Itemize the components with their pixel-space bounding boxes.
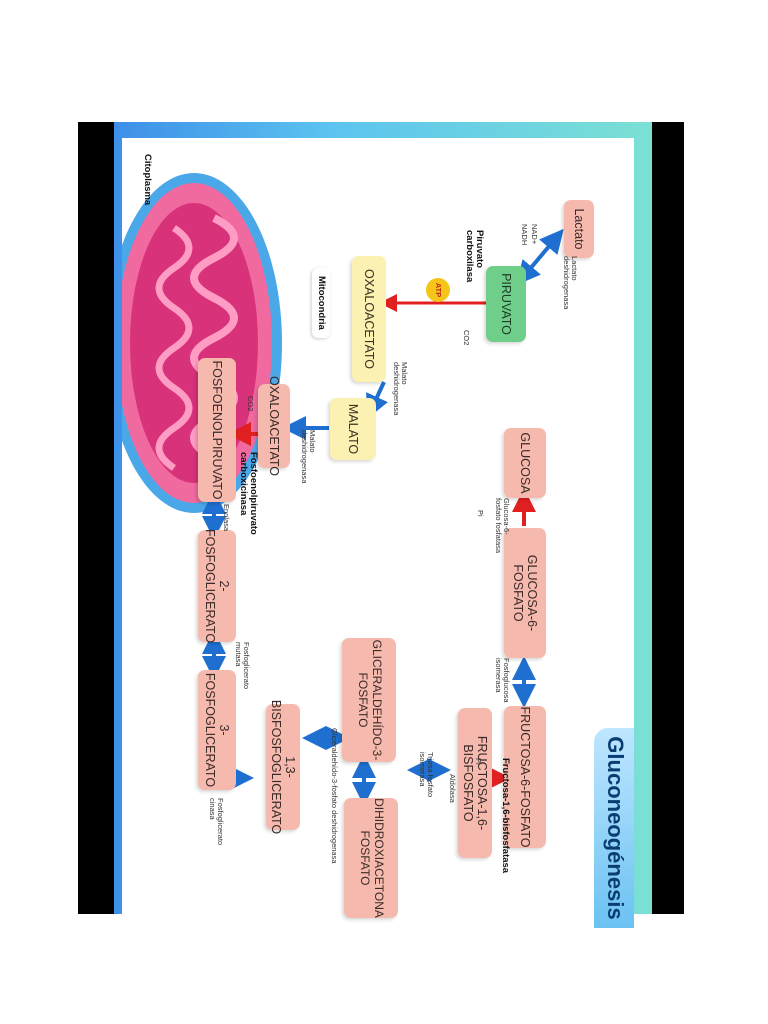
3-fosfoglicerato-box: 3-FOSFOGLICERATO xyxy=(198,670,236,790)
fosfoglicerato-cinasa-label: Fosfoglicerato cinasa xyxy=(207,798,225,846)
pepck-label: Fosfoenolpiruvato carboxicinasa xyxy=(237,452,259,535)
pi-g6p-label: Pi xyxy=(476,510,485,517)
co2-label: CO2 xyxy=(462,330,471,346)
malato-box: MALATO xyxy=(330,398,376,460)
piruvato-carboxilasa-label: Piruvato carboxilasa xyxy=(463,230,485,283)
2-fosfoglicerato-box: 2-FOSFOGLICERATO xyxy=(198,529,236,643)
gliceraldehido-box: GLICERALDEHÍDO-3-FOSFATO xyxy=(342,638,396,762)
aldolasa-label: Aldolasa xyxy=(448,774,457,803)
glucosa-6-fosfato-box: GLUCOSA-6-FOSFATO xyxy=(504,528,546,658)
glucosa-box: GLUCOSA xyxy=(504,428,546,498)
triosa-isomerasa-label: Triosa fosfato isomerasa xyxy=(417,752,435,798)
oxaloacetato-box: OXALOACETATO xyxy=(258,376,290,476)
fructosa-bisfosfatasa-label: Fructosa-1,6-bisfosfatasa xyxy=(500,758,511,874)
malato-dh-label: Malato deshidrogenasa xyxy=(299,430,317,484)
atp-label: ATP xyxy=(426,278,450,302)
nadh-label: NADH xyxy=(520,224,529,246)
lactato-box: Lactato xyxy=(564,200,594,258)
citoplasma-label: Citoplasma xyxy=(142,154,153,206)
dihidroxiacetona-box: DIHIDROXIACETONA FOSFATO xyxy=(344,798,398,918)
page-title: Gluconeogénesis xyxy=(594,728,634,928)
lactato-dh-label: Lactato deshidrogenasa xyxy=(561,256,579,310)
co2-b-label: CO2 xyxy=(246,396,255,412)
fosfoglicerato-mutasa-label: Fosfoglicerato mutasa xyxy=(233,642,251,690)
piruvato-box: PIRUVATO xyxy=(486,266,526,342)
1-3-bisfosfoglicerato-box: 1,3-BISFOSFOGLICERATO xyxy=(266,700,300,834)
glucosa6-fosfatasa-label: Glucosa-6-fosfato fosfatasa xyxy=(493,498,511,554)
fosfoenolpiruvato-box: FOSFOENOLPIRUVATO xyxy=(198,358,236,502)
pi-fbp-label: Pi xyxy=(474,758,483,765)
fructosa-16-bisfosfato-box: FRUCTOSA-1,6-BISFOSFATO xyxy=(458,708,492,858)
g3p-dh-label: Gliceraldehído-3-fosfato deshidrogenasa xyxy=(330,728,339,864)
oxaloacetato-mito-box: OXALOACETATO xyxy=(352,256,386,382)
malato-dh-mito-label: Malato deshidrogenasa xyxy=(391,362,409,416)
nad-label: NAD+ xyxy=(530,224,539,245)
mitocondria-label: Mitocondria xyxy=(311,268,330,338)
enolasa-label: Enolasa xyxy=(222,504,231,532)
diagram-canvas: Gluconeogénesis Lactato PIRUVATO OXALOAC… xyxy=(122,138,634,930)
fosfoglucosa-isomerasa-label: Fosfoglucosa isomerasa xyxy=(493,658,511,703)
